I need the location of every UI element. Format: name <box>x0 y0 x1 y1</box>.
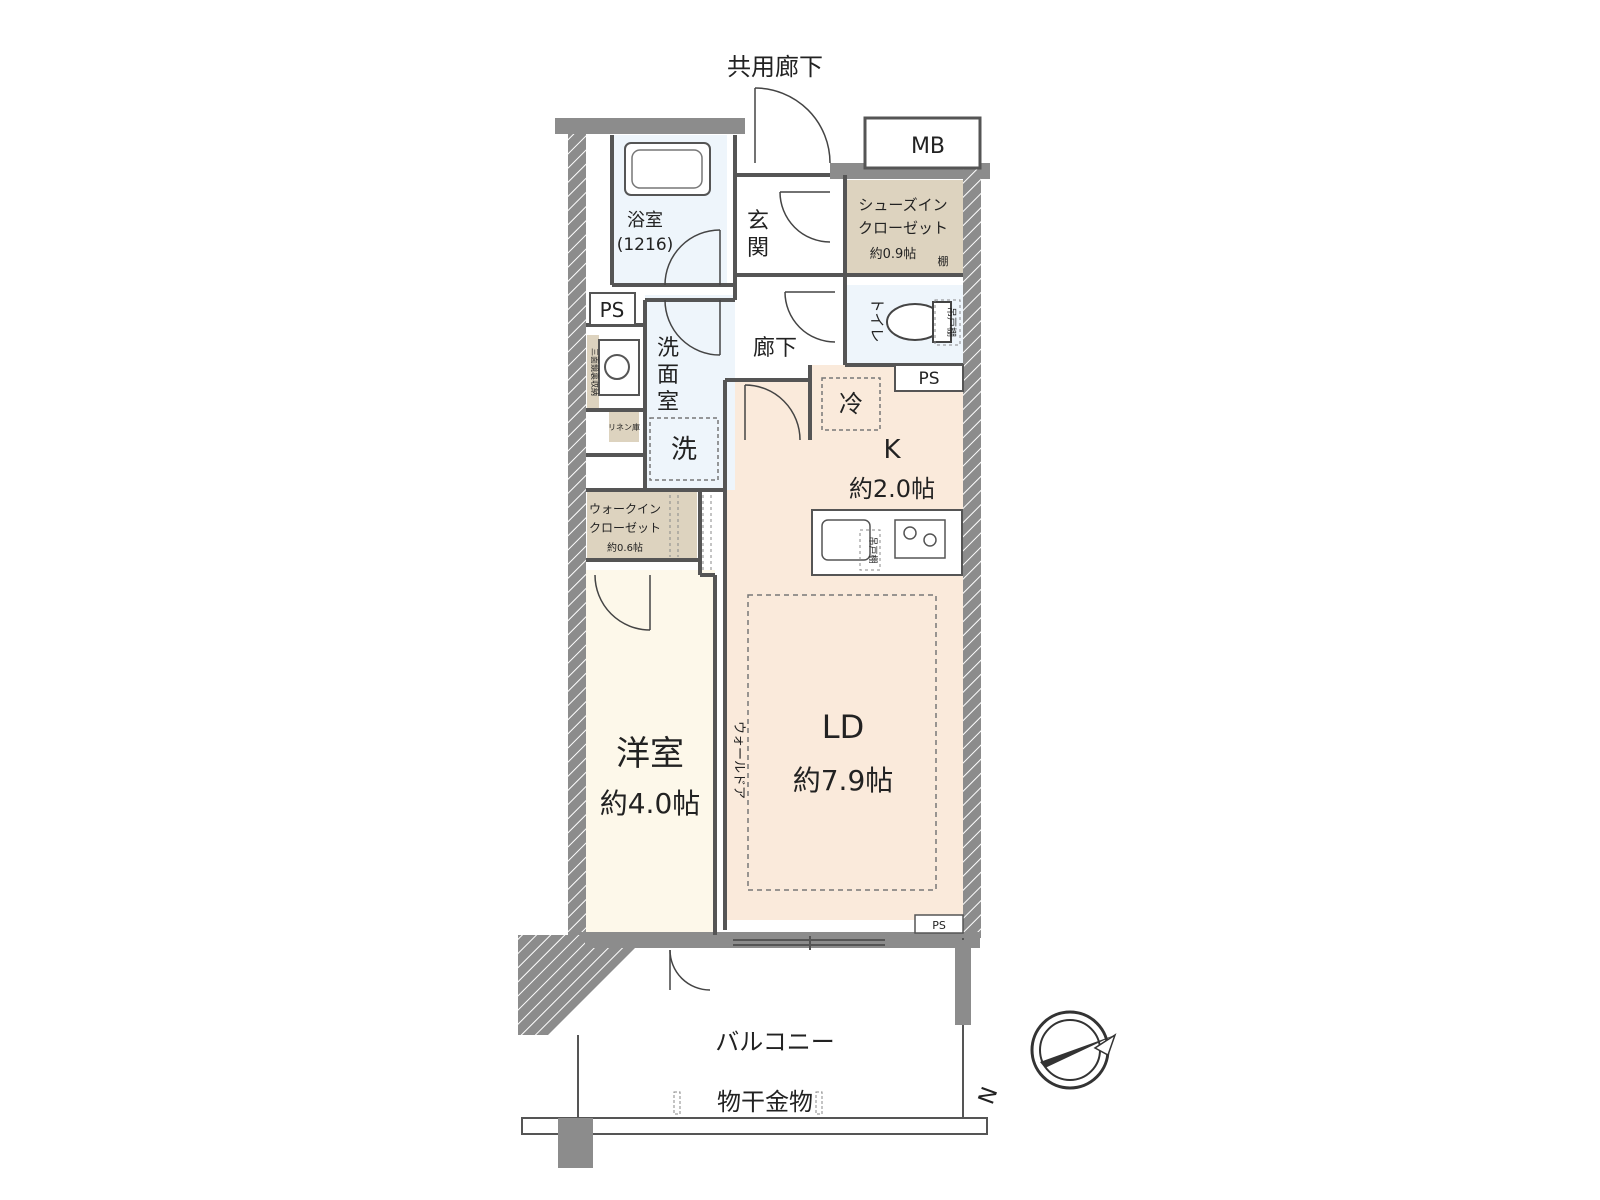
closet-hanger-lines <box>669 495 712 570</box>
entry-door <box>754 87 831 164</box>
ps-box-1 <box>589 292 636 326</box>
label-kitchen: K <box>883 435 901 465</box>
label-ps-2: PS <box>918 369 939 389</box>
label-western-size: 約4.0帖 <box>600 787 701 820</box>
label-wash-1: 洗 <box>657 336 679 361</box>
stove-burner-left <box>903 526 917 540</box>
label-compass-n: N <box>974 1084 1003 1108</box>
kitchen-sink <box>821 519 871 561</box>
wall-top-left <box>555 118 745 134</box>
kitchen-stove <box>894 519 946 559</box>
interior-doors <box>594 191 836 991</box>
stove-burner-right <box>923 533 937 547</box>
ldk-fill <box>725 365 965 920</box>
washbasin-counter <box>598 339 640 396</box>
label-bath: 浴室 <box>627 210 663 231</box>
mirror-storage-fill <box>587 335 599 410</box>
label-wall-door: ウォールドア <box>731 721 746 799</box>
label-fridge: 冷 <box>839 390 863 418</box>
label-shelf: 棚 <box>938 254 949 268</box>
fridge-space <box>821 377 881 431</box>
label-genkan-2: 関 <box>747 236 769 261</box>
label-balcony: バルコニー <box>715 1028 835 1056</box>
label-genkan-1: 玄 <box>747 209 769 234</box>
label-toilet-shelf: 吊戸棚 <box>945 307 958 337</box>
label-ps-3: PS <box>932 919 946 932</box>
mb-box <box>863 116 982 170</box>
compass <box>1030 1010 1117 1090</box>
label-kitchen-shelf: 吊戸棚 <box>867 536 879 563</box>
label-wash-2: 面 <box>657 363 679 388</box>
label-shoes-closet-1: シューズイン <box>858 196 947 214</box>
wall-bottom-left-block <box>518 935 635 1035</box>
label-washer: 洗 <box>671 435 697 465</box>
label-wic-2: クローゼット <box>589 521 661 535</box>
label-wash-3: 室 <box>657 390 679 415</box>
label-toilet: トイレ <box>868 297 886 342</box>
label-mirror-storage: 三面鏡裏収納 <box>590 348 600 396</box>
ld-dashed-area <box>747 594 937 891</box>
ps-box-3 <box>914 914 964 934</box>
toilet-hanging-shelf <box>934 299 961 346</box>
labels: 共用廊下 MB 浴室 (1216) PS 玄 関 シューズイン クローゼット 約… <box>589 53 1003 1116</box>
label-hall: 廊下 <box>753 336 797 361</box>
toilet-tank <box>932 301 952 343</box>
label-wic-1: ウォークイン <box>589 502 661 516</box>
label-corridor-shared: 共用廊下 <box>727 53 823 81</box>
linen-fill <box>609 410 639 442</box>
wall-left <box>568 120 586 935</box>
wic-fill <box>587 492 697 560</box>
wall-right <box>963 163 981 938</box>
label-shoes-closet-size: 約0.9帖 <box>870 247 917 262</box>
label-ld: LD <box>822 708 864 746</box>
bathtub <box>624 142 711 196</box>
label-mb: MB <box>911 134 945 159</box>
label-western: 洋室 <box>616 734 684 774</box>
label-ps-1: PS <box>600 298 625 322</box>
bathtub-inner <box>631 149 703 189</box>
washer-space <box>649 417 719 481</box>
label-bath-size: (1216) <box>617 235 674 255</box>
label-shoes-closet-2: クローゼット <box>858 219 948 237</box>
label-hardware: 物干金物 <box>717 1088 813 1116</box>
shoes-closet-fill <box>845 180 963 275</box>
label-ld-size: 約7.9帖 <box>793 764 894 797</box>
balcony <box>521 938 988 1168</box>
label-kitchen-size: 約2.0帖 <box>849 475 935 503</box>
label-linen: リネン庫 <box>608 422 640 432</box>
western-room-fill <box>585 570 715 935</box>
sliding-doors <box>733 936 885 950</box>
label-wic-size: 約0.6帖 <box>607 541 643 554</box>
washbasin-bowl <box>604 354 630 380</box>
ps-box-2 <box>894 364 964 392</box>
